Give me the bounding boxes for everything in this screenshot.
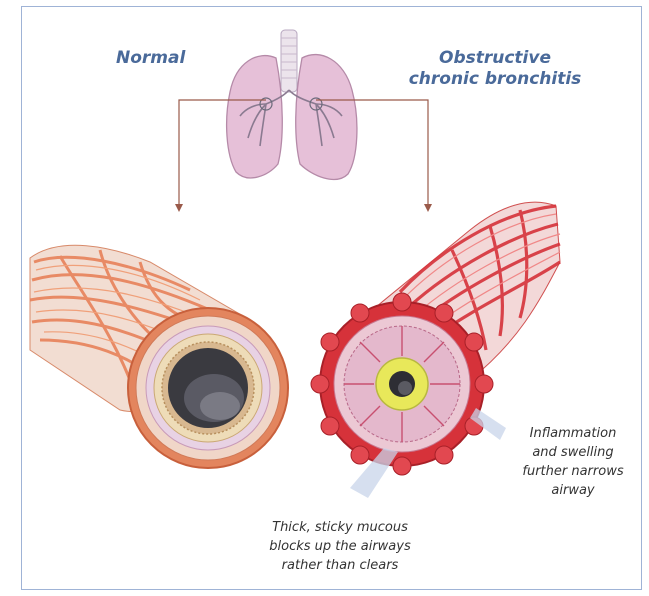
mucous-note-line: Thick, sticky mucous [250,518,430,537]
inflammation-note-line: and swelling [498,443,648,462]
normal-airway-illustration [30,245,288,468]
lungs-illustration [227,30,357,179]
trachea [281,30,297,92]
mucous-note-line: blocks up the airways [250,537,430,556]
obstructive-label-line1: Obstructive [390,48,600,69]
obstructive-label-line2: chronic bronchitis [390,69,600,90]
mucous-note-line: rather than clears [250,556,430,575]
normal-label: Normal [116,48,185,69]
arrow-head-right [424,204,432,212]
inflammation-note-line: airway [498,481,648,500]
inflammation-note-line: further narrows [498,462,648,481]
left-lung [227,56,283,178]
inflammation-note-line: Inflammation [498,424,648,443]
obstructive-label: Obstructive chronic bronchitis [390,48,600,90]
arrow-head-left [175,204,183,212]
mucous-note: Thick, sticky mucous blocks up the airwa… [250,518,430,575]
inflammation-note: Inflammation and swelling further narrow… [498,424,648,500]
